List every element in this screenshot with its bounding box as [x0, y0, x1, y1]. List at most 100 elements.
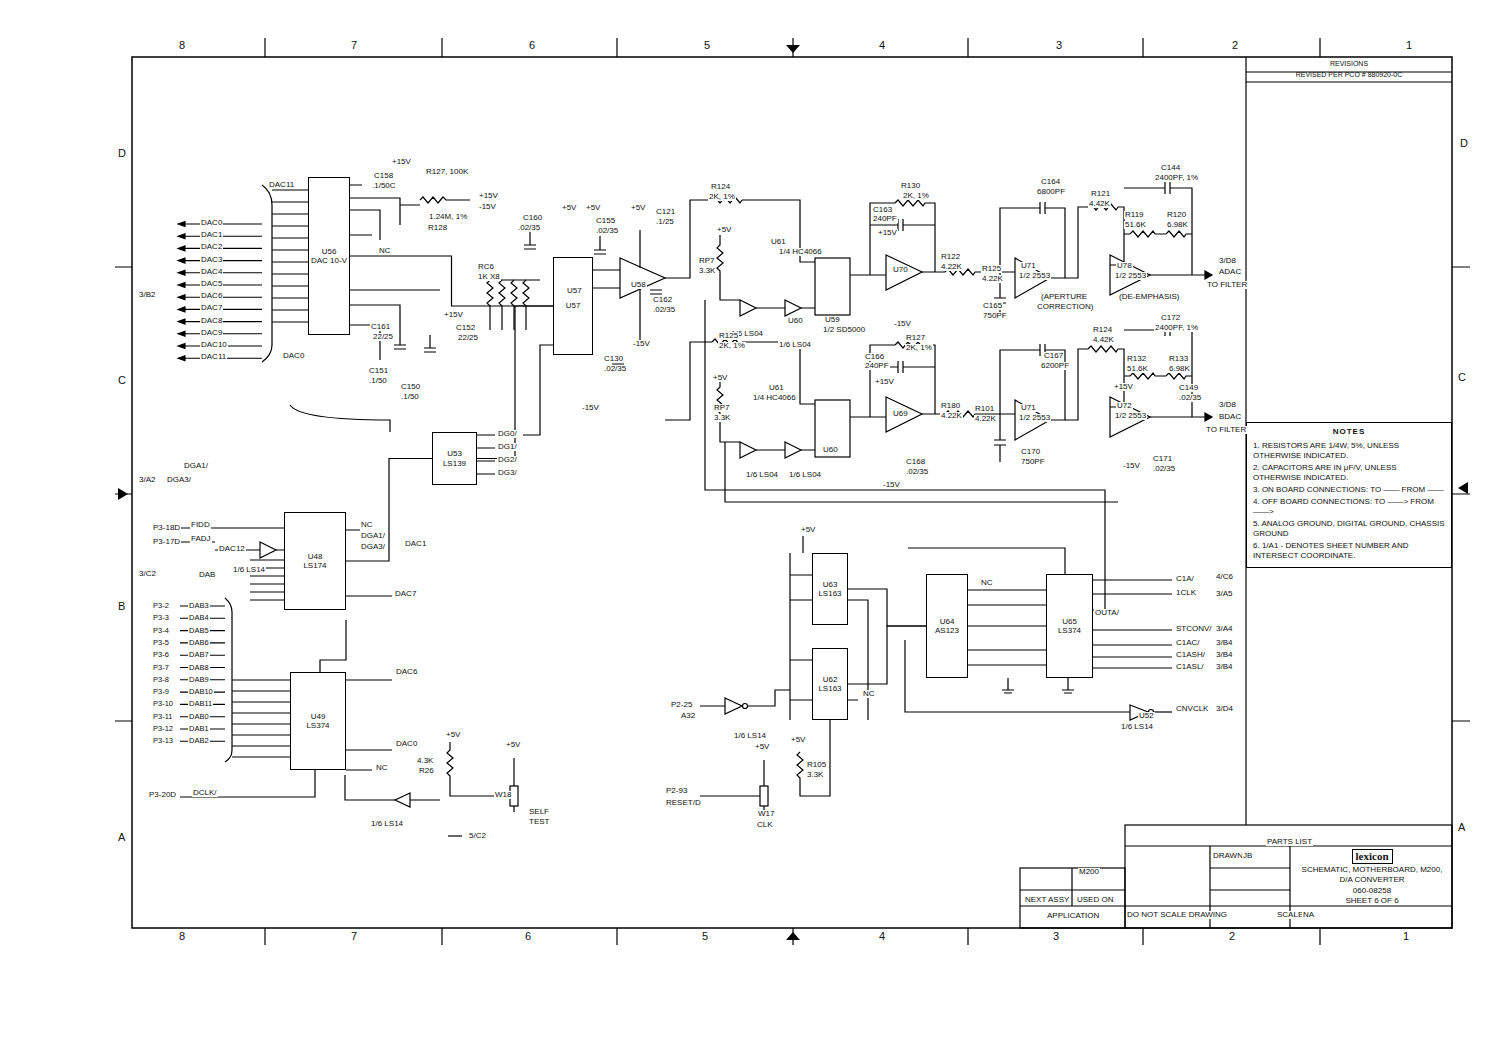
signal-label: 6800PF	[1036, 188, 1066, 196]
signal-label: +5V	[712, 374, 728, 382]
signal-label: DO NOT SCALE DRAWING	[1126, 911, 1228, 919]
signal-label: C1A/	[1175, 575, 1195, 583]
zone-marker: 3	[1055, 40, 1063, 51]
signal-label: R180	[940, 402, 961, 410]
signal-label: C165	[982, 302, 1003, 310]
wire	[232, 734, 290, 735]
part-name: NOTES	[1253, 427, 1445, 437]
signal-label: R120	[1166, 211, 1187, 219]
wire-connector	[848, 589, 926, 626]
part-text: 060-08258	[1353, 886, 1391, 896]
signal-label: 3.3K	[806, 771, 824, 779]
zone-marker: 2	[1231, 40, 1239, 51]
signal-label: ADAC	[1218, 268, 1242, 276]
signal-label: C168	[905, 458, 926, 466]
signal-label: U71	[1020, 262, 1037, 270]
wire	[250, 591, 284, 592]
part-name: U65	[1062, 617, 1077, 626]
signal-label: R127	[905, 334, 926, 342]
signal-label: +5V	[630, 204, 646, 212]
zone-marker: D	[1459, 138, 1469, 149]
signal-label: 750PF	[1020, 458, 1046, 466]
wire-connector	[346, 459, 432, 562]
wire	[232, 690, 290, 691]
signal-label: 4.22K	[940, 263, 963, 271]
part-text: 1. RESISTORS ARE 1/4W, 5%, UNLESS OTHERW…	[1253, 441, 1445, 461]
wire	[232, 712, 290, 713]
signal-label: JB	[1242, 852, 1253, 860]
signal-label: FADJ	[190, 535, 212, 543]
wire	[272, 309, 308, 310]
part-name: lexicon	[1352, 849, 1393, 864]
signal-label: 3/B4	[1215, 663, 1233, 671]
ic-chip: U63LS163	[812, 553, 848, 625]
signal-label: DGA3/	[166, 476, 192, 484]
signal-label: R127, 100K	[425, 168, 469, 176]
signal-label: 5/C2	[468, 832, 487, 840]
signal-label: P3-3	[152, 614, 170, 622]
zone-marker: C	[1457, 372, 1467, 383]
zone-marker: 1	[1405, 40, 1413, 51]
signal-label: OUTA/	[1094, 609, 1120, 617]
signal-label: C166	[864, 353, 885, 361]
wire	[178, 344, 185, 349]
ic-chip: U62LS163	[812, 648, 848, 720]
signal-label: DGA1/	[360, 532, 386, 540]
signal-label: 1/6 LS04	[745, 471, 779, 479]
signal-label: 3/A4	[1215, 625, 1233, 633]
signal-label: 2K, 1%	[902, 192, 930, 200]
signal-label: 1.24M, 1%	[428, 213, 468, 221]
part-text: AS123	[935, 626, 959, 635]
zone-marker: 1	[1402, 931, 1410, 942]
part-text: 5. ANALOG GROUND, DIGITAL GROUND, CHASSI…	[1253, 519, 1445, 539]
zone-marker: 4	[878, 931, 886, 942]
wire	[250, 599, 284, 600]
signal-label: 3.3K	[698, 267, 716, 275]
signal-label: R101	[974, 405, 995, 413]
signal-label: -15V	[478, 203, 497, 211]
signal-label: C158	[373, 172, 394, 180]
signal-label: W17	[757, 810, 775, 818]
signal-label: .1/50	[400, 393, 420, 401]
signal-label: 1/2 2553	[1114, 412, 1147, 420]
wire	[232, 745, 290, 746]
signal-label: 1/2 SD5000	[822, 326, 866, 334]
signal-label: R130	[900, 182, 921, 190]
zone-marker: 8	[178, 931, 186, 942]
signal-label: NC	[360, 521, 374, 529]
signal-label: DAC11	[200, 353, 227, 361]
wire	[272, 285, 308, 286]
part-text: SCHEMATIC, MOTHERBOARD, M200, D/A CONVER…	[1294, 865, 1450, 884]
ic-chip: U48LS174	[284, 512, 346, 610]
signal-label: 1/2 2553	[1018, 272, 1051, 280]
signal-label: DAC10	[200, 341, 228, 349]
signal-label: .02/35	[1152, 465, 1176, 473]
signal-label: DAC7	[200, 304, 223, 312]
signal-label: .1/50	[368, 377, 388, 385]
signal-label: P3-12	[152, 725, 174, 733]
signal-label: DGA3/	[360, 543, 386, 551]
signal-label: C167	[1043, 352, 1064, 360]
signal-label: +15V	[443, 311, 464, 319]
signal-label: -15V	[893, 320, 912, 328]
signal-label: NC	[980, 579, 994, 587]
signal-label: +5V	[754, 743, 770, 751]
wire	[272, 213, 308, 214]
signal-label: C149	[1178, 384, 1199, 392]
signal-label: +15V	[877, 229, 898, 237]
signal-label: 2K, 1%	[718, 342, 746, 350]
zone-marker: 6	[528, 40, 536, 51]
signal-label: +5V	[561, 204, 577, 212]
wire	[178, 307, 185, 312]
signal-label: DG2/	[497, 456, 518, 464]
signal-label: R119	[1124, 211, 1145, 219]
signal-label: U59	[824, 316, 841, 324]
signal-label: C164	[1040, 178, 1061, 186]
signal-label: P3-4	[152, 627, 170, 635]
part-name: U53	[447, 449, 462, 458]
signal-label: DG0/	[497, 430, 518, 438]
signal-label: 1/4 HC4066	[778, 248, 823, 256]
wire	[178, 234, 185, 239]
signal-label: CLK	[756, 821, 774, 829]
signal-label: C121	[655, 208, 676, 216]
